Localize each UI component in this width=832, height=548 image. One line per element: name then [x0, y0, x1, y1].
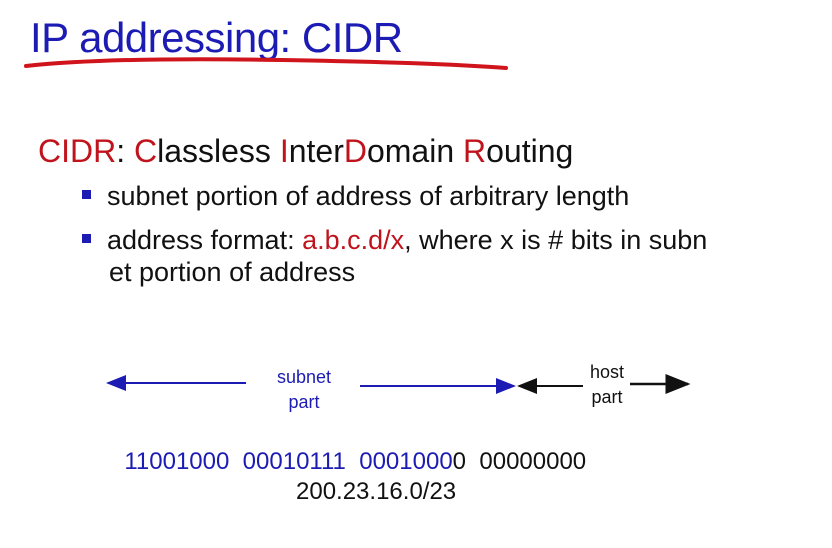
heading-word-routing: outing — [486, 133, 574, 169]
host-bits: 00000000 — [466, 448, 587, 475]
bullet-text-prefix: address format: — [107, 225, 303, 255]
bullet-item-subnet-length: subnet portion of address of arbitrary l… — [82, 181, 629, 212]
heading-word-classless: lassless — [157, 133, 280, 169]
heading-colon: : — [116, 133, 134, 169]
heading-initial-r: R — [463, 133, 487, 169]
heading-initial-d: D — [343, 133, 367, 169]
heading-word-domain: omain — [366, 133, 463, 169]
cidr-heading: CIDR: Classless InterDomain Routing — [38, 133, 573, 170]
boundary-bit: 0 — [452, 448, 467, 475]
bullet-square-icon — [82, 190, 91, 200]
heading-initial-i: I — [279, 133, 289, 169]
subnet-label-line2: part — [288, 392, 320, 412]
heading-initial-c: C — [134, 133, 158, 169]
heading-acronym: CIDR — [38, 133, 117, 169]
subnet-bits: 11001000 00010111 0001000 — [124, 448, 453, 475]
host-label-line2: part — [591, 387, 623, 407]
bullet-continuation: et portion of address — [109, 257, 356, 287]
address-bits: 11001000 00010111 00010000 00000000 — [111, 420, 586, 476]
bullet-square-icon — [82, 234, 91, 244]
host-label-line1: host — [589, 362, 625, 382]
bullet-text: subnet portion of address of arbitrary l… — [107, 181, 630, 211]
bullet-item-address-format: address format: a.b.c.d/x, where x is # … — [82, 225, 707, 256]
host-part-label: host part — [573, 360, 641, 410]
cidr-example-address: 200.23.16.0/23 — [296, 478, 457, 505]
address-format-notation: a.b.c.d/x — [302, 225, 405, 255]
title-underline — [24, 57, 508, 70]
heading-word-inter: nter — [288, 133, 344, 169]
subnet-part-label: subnet part — [262, 365, 346, 415]
subnet-label-line1: subnet — [276, 367, 332, 387]
bullet-text-suffix: , where x is # bits in subn — [404, 225, 708, 255]
page-title: IP addressing: CIDR — [30, 14, 403, 61]
